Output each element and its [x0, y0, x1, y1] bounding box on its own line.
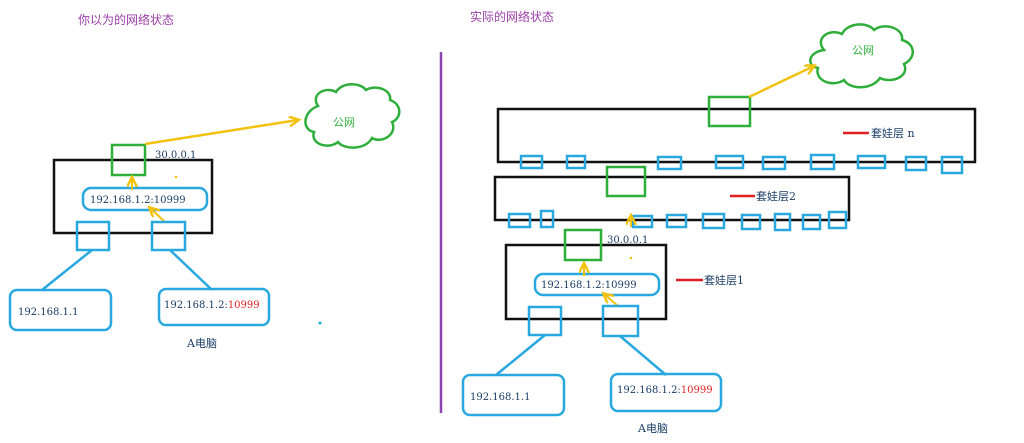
layer-2-label: 套娃层2 — [756, 190, 796, 203]
layer-2-port — [773, 212, 792, 232]
layer-1-label: 套娃层1 — [704, 274, 744, 287]
layer-n-port — [904, 155, 928, 172]
left-host-a-ip: 192.168.1.1 — [18, 307, 78, 318]
layer-2-router — [605, 165, 647, 198]
layer-2-port — [701, 212, 726, 230]
left-host-b-ip: 192.168.1.2:10999 — [164, 300, 260, 311]
right-arrow-up-2 — [604, 294, 619, 307]
layer-n-port — [656, 155, 683, 171]
left-cloud-icon — [304, 83, 401, 149]
layer-1-router-ip: 30.0.0.1 — [607, 235, 648, 246]
layer-n-port — [809, 153, 836, 171]
layer-n-port — [761, 155, 787, 171]
right-inner-ip-box — [533, 272, 661, 297]
right-port-b — [601, 304, 640, 338]
right-dot — [629, 256, 633, 260]
left-cloud-label: 公网 — [333, 116, 355, 129]
layer-n-label: 套娃层 n — [871, 127, 915, 140]
right-cloud-icon — [809, 23, 914, 89]
right-cable-b — [619, 335, 667, 376]
layer-2-port — [631, 214, 654, 229]
left-nat-box — [52, 158, 214, 235]
left-router-ip: 30.0.0.1 — [155, 150, 196, 161]
layer-n-port — [856, 154, 887, 170]
layer-2-box — [493, 175, 851, 222]
layer-n-port — [714, 154, 745, 170]
layer-2-ports — [507, 209, 848, 232]
right-arrow-to-cloud — [748, 66, 814, 99]
left-title: 你以为的网络状态 — [78, 12, 174, 27]
layer-1-box — [504, 243, 668, 321]
layer-n-port — [940, 155, 964, 175]
left-arrow-up-2 — [150, 208, 166, 223]
layer-n-box — [496, 107, 977, 164]
layer-2-port — [539, 209, 555, 229]
layer-n-port — [565, 154, 587, 170]
layer-2-port — [740, 213, 762, 231]
left-host-b-box — [157, 287, 271, 327]
right-host-caption: A电脑 — [637, 422, 668, 435]
right-host-a-box — [461, 373, 566, 417]
layer-n-port — [519, 154, 544, 170]
right-cloud-label: 公网 — [852, 44, 874, 57]
left-host-a-box — [8, 288, 113, 332]
layer-2-port — [827, 210, 848, 230]
layer-2-port — [665, 213, 688, 229]
left-dot-2 — [318, 321, 322, 325]
right-title: 实际的网络状态 — [470, 9, 554, 24]
right-inner-ip: 192.168.1.2:10999 — [541, 280, 637, 291]
left-inner-ip: 192.168.1.2:10999 — [90, 195, 186, 206]
left-cable-a — [41, 249, 93, 291]
layer-n-ports — [519, 153, 964, 175]
layer-2-port — [507, 212, 532, 229]
right-host-a-ip: 192.168.1.1 — [470, 392, 530, 403]
left-dot-1 — [174, 175, 178, 179]
right-host-b-box — [609, 372, 723, 413]
left-port-b — [150, 220, 187, 252]
layer-n-router — [707, 95, 752, 128]
left-arrow-to-cloud — [144, 120, 298, 146]
left-inner-ip-box — [81, 186, 209, 212]
layer-1-router — [563, 228, 603, 262]
left-port-a — [75, 220, 111, 252]
right-host-b-ip: 192.168.1.2:10999 — [617, 385, 713, 396]
layer-2-port — [801, 213, 822, 231]
left-cable-b — [169, 249, 213, 291]
right-cable-a — [495, 334, 546, 376]
left-host-caption: A电脑 — [186, 337, 217, 350]
right-port-a — [527, 305, 563, 337]
